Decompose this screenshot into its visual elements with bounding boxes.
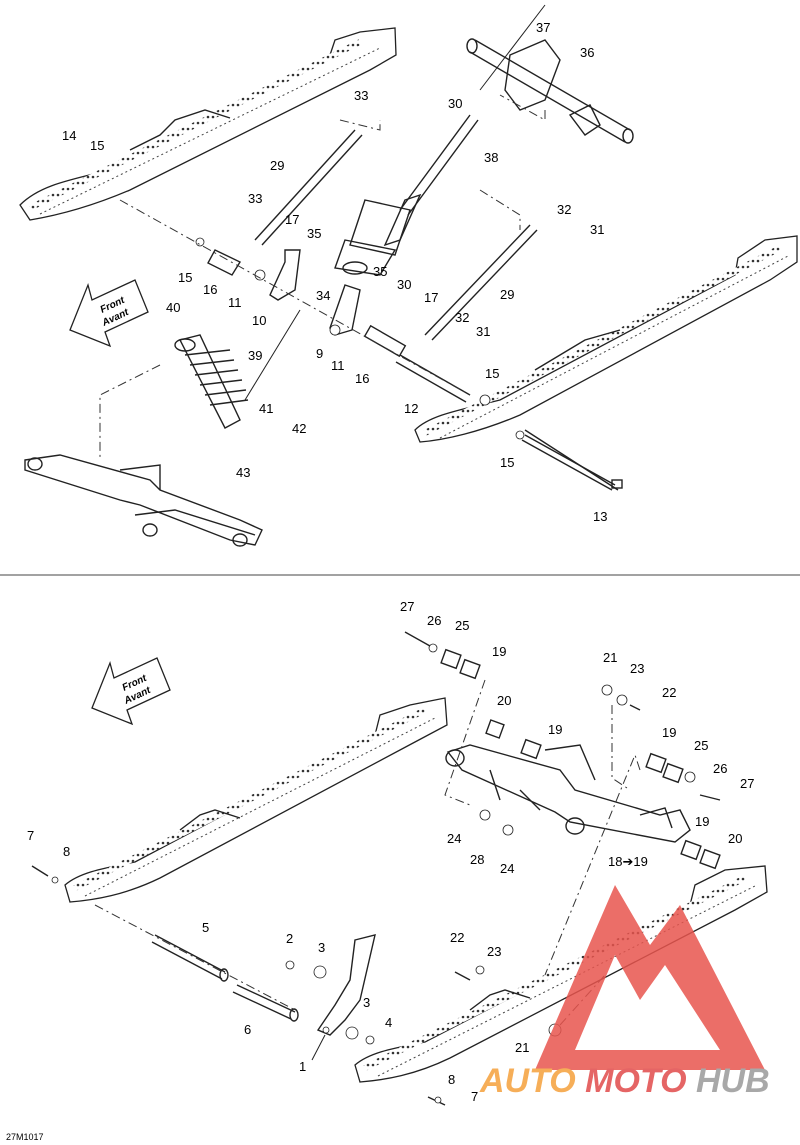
callout-bottom: 24: [447, 831, 461, 846]
callout-bottom: 21: [603, 650, 617, 665]
callout-bottom: 27: [400, 599, 414, 614]
callout-top: 12: [404, 401, 418, 416]
left-slide-rail-top: [19, 27, 397, 221]
callout-bottom: 22: [450, 930, 464, 945]
callout-bottom: 25: [694, 738, 708, 753]
callout-top: 39: [248, 348, 262, 363]
callout-bottom: 21: [515, 1040, 529, 1055]
callout-bottom: 26: [713, 761, 727, 776]
long-bolt-13: [524, 429, 623, 491]
callout-top: 30: [397, 277, 411, 292]
watermark-auto: AUTO: [479, 1062, 576, 1100]
watermark-logo: [535, 885, 765, 1070]
callout-top: 35: [307, 226, 321, 241]
callout-top: 31: [590, 222, 604, 237]
front-arm-bottom: [445, 744, 691, 843]
callout-bottom: 19: [548, 722, 562, 737]
callout-bottom: 25: [455, 618, 469, 633]
callout-bottom: 22: [662, 685, 676, 700]
bolts-bottom: [31, 631, 721, 1106]
front-cross-shaft: [466, 38, 634, 144]
callout-top: 13: [593, 509, 607, 524]
pivot-arms: [269, 249, 361, 336]
callout-bottom: 8: [448, 1072, 455, 1087]
right-slide-rail-top: [414, 235, 798, 443]
callout-bottom: 3: [318, 940, 325, 955]
callout-top: 40: [166, 300, 180, 315]
callout-bottom: 26: [427, 613, 441, 628]
document-id: 27M1017: [6, 1132, 44, 1142]
callout-bottom: 23: [487, 944, 501, 959]
alignment-lines-top: [99, 4, 546, 460]
callout-top: 32: [557, 202, 571, 217]
callout-top: 41: [259, 401, 273, 416]
callout-top: 17: [285, 212, 299, 227]
callout-top: 33: [248, 191, 262, 206]
callout-top: 32: [455, 310, 469, 325]
center-shock: [334, 114, 479, 276]
callout-bottom: 3: [363, 995, 370, 1010]
callout-top: 29: [270, 158, 284, 173]
callout-bottom: 19: [695, 814, 709, 829]
callout-bottom: 5: [202, 920, 209, 935]
axles-top: [195, 237, 616, 491]
callout-bottom: 23: [630, 661, 644, 676]
callout-top: 15: [485, 366, 499, 381]
callout-top: 37: [536, 20, 550, 35]
callout-top: 35: [373, 264, 387, 279]
callout-bottom: 19: [662, 725, 676, 740]
watermark: AUTO MOTO HUB: [479, 885, 770, 1100]
callout-top: 17: [424, 290, 438, 305]
callout-top: 15: [90, 138, 104, 153]
tie-rods: [254, 129, 538, 341]
callout-top: 29: [500, 287, 514, 302]
callout-top: 10: [252, 313, 266, 328]
callout-top: 31: [476, 324, 490, 339]
bracket-1: [285, 934, 376, 1045]
axles-bottom: [151, 934, 299, 1022]
callouts-top: 37 36 30 38 33 14 15 29 33 17 35 15 16 1…: [62, 20, 607, 524]
callout-top: 42: [292, 421, 306, 436]
callout-top: 11: [331, 358, 345, 373]
rear-arm-inset: [24, 454, 263, 547]
callout-top: 16: [203, 282, 217, 297]
callout-bottom: 4: [385, 1015, 392, 1030]
top-assembly: Front Avant 37 36 30 38 33 14 15 29 33 1…: [19, 4, 798, 547]
callout-top: 15: [500, 455, 514, 470]
callout-bottom: 6: [244, 1022, 251, 1037]
rear-shock-spring: [174, 334, 249, 429]
callout-bottom: 1: [299, 1059, 306, 1074]
callout-bottom: 20: [728, 831, 742, 846]
callout-top: 11: [228, 295, 242, 310]
callout-top: 36: [580, 45, 594, 60]
callout-bottom: 20: [497, 693, 511, 708]
watermark-text: AUTO MOTO HUB: [479, 1062, 770, 1100]
bottom-assembly: Front Avant 27 26 25 19 21 23 22 20 19 1…: [27, 599, 768, 1106]
callout-top: 43: [236, 465, 250, 480]
callout-bottom: 24: [500, 861, 514, 876]
callout-top: 15: [178, 270, 192, 285]
callout-top: 34: [316, 288, 330, 303]
callout-bottom: 7: [471, 1089, 478, 1104]
callout-bottom: 8: [63, 844, 70, 859]
callout-top: 33: [354, 88, 368, 103]
callout-top: 9: [316, 346, 323, 361]
callout-top: 16: [355, 371, 369, 386]
front-arrow-bottom: Front Avant: [91, 657, 171, 726]
callout-bottom: 7: [27, 828, 34, 843]
callout-bottom: 28: [470, 852, 484, 867]
callouts-bottom: 27 26 25 19 21 23 22 20 19 19 25 26 27 2…: [27, 599, 754, 1104]
callout-top: 30: [448, 96, 462, 111]
watermark-hub: HUB: [696, 1062, 770, 1100]
callout-bottom: 19: [492, 644, 506, 659]
watermark-moto: MOTO: [585, 1062, 686, 1100]
callout-top: 14: [62, 128, 76, 143]
left-slide-rail-bottom: [64, 697, 448, 903]
callout-bottom: 27: [740, 776, 754, 791]
callout-bottom: 2: [286, 931, 293, 946]
front-arrow-top: Front Avant: [69, 279, 149, 348]
callout-top: 38: [484, 150, 498, 165]
callout-bottom: 18➔19: [608, 854, 648, 869]
